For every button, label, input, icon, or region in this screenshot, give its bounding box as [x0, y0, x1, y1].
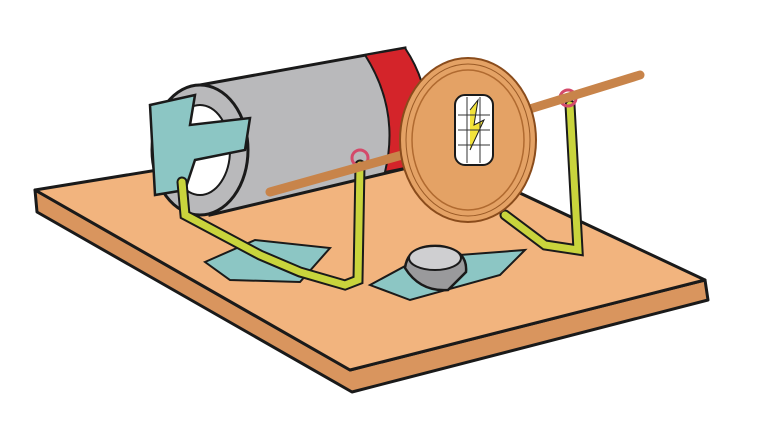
- axle-left: [265, 145, 425, 197]
- wires: [176, 88, 584, 291]
- axle-right: [515, 70, 645, 117]
- tape-battery: [148, 93, 252, 197]
- coil-rotor: [265, 57, 645, 223]
- magnet: [403, 244, 468, 292]
